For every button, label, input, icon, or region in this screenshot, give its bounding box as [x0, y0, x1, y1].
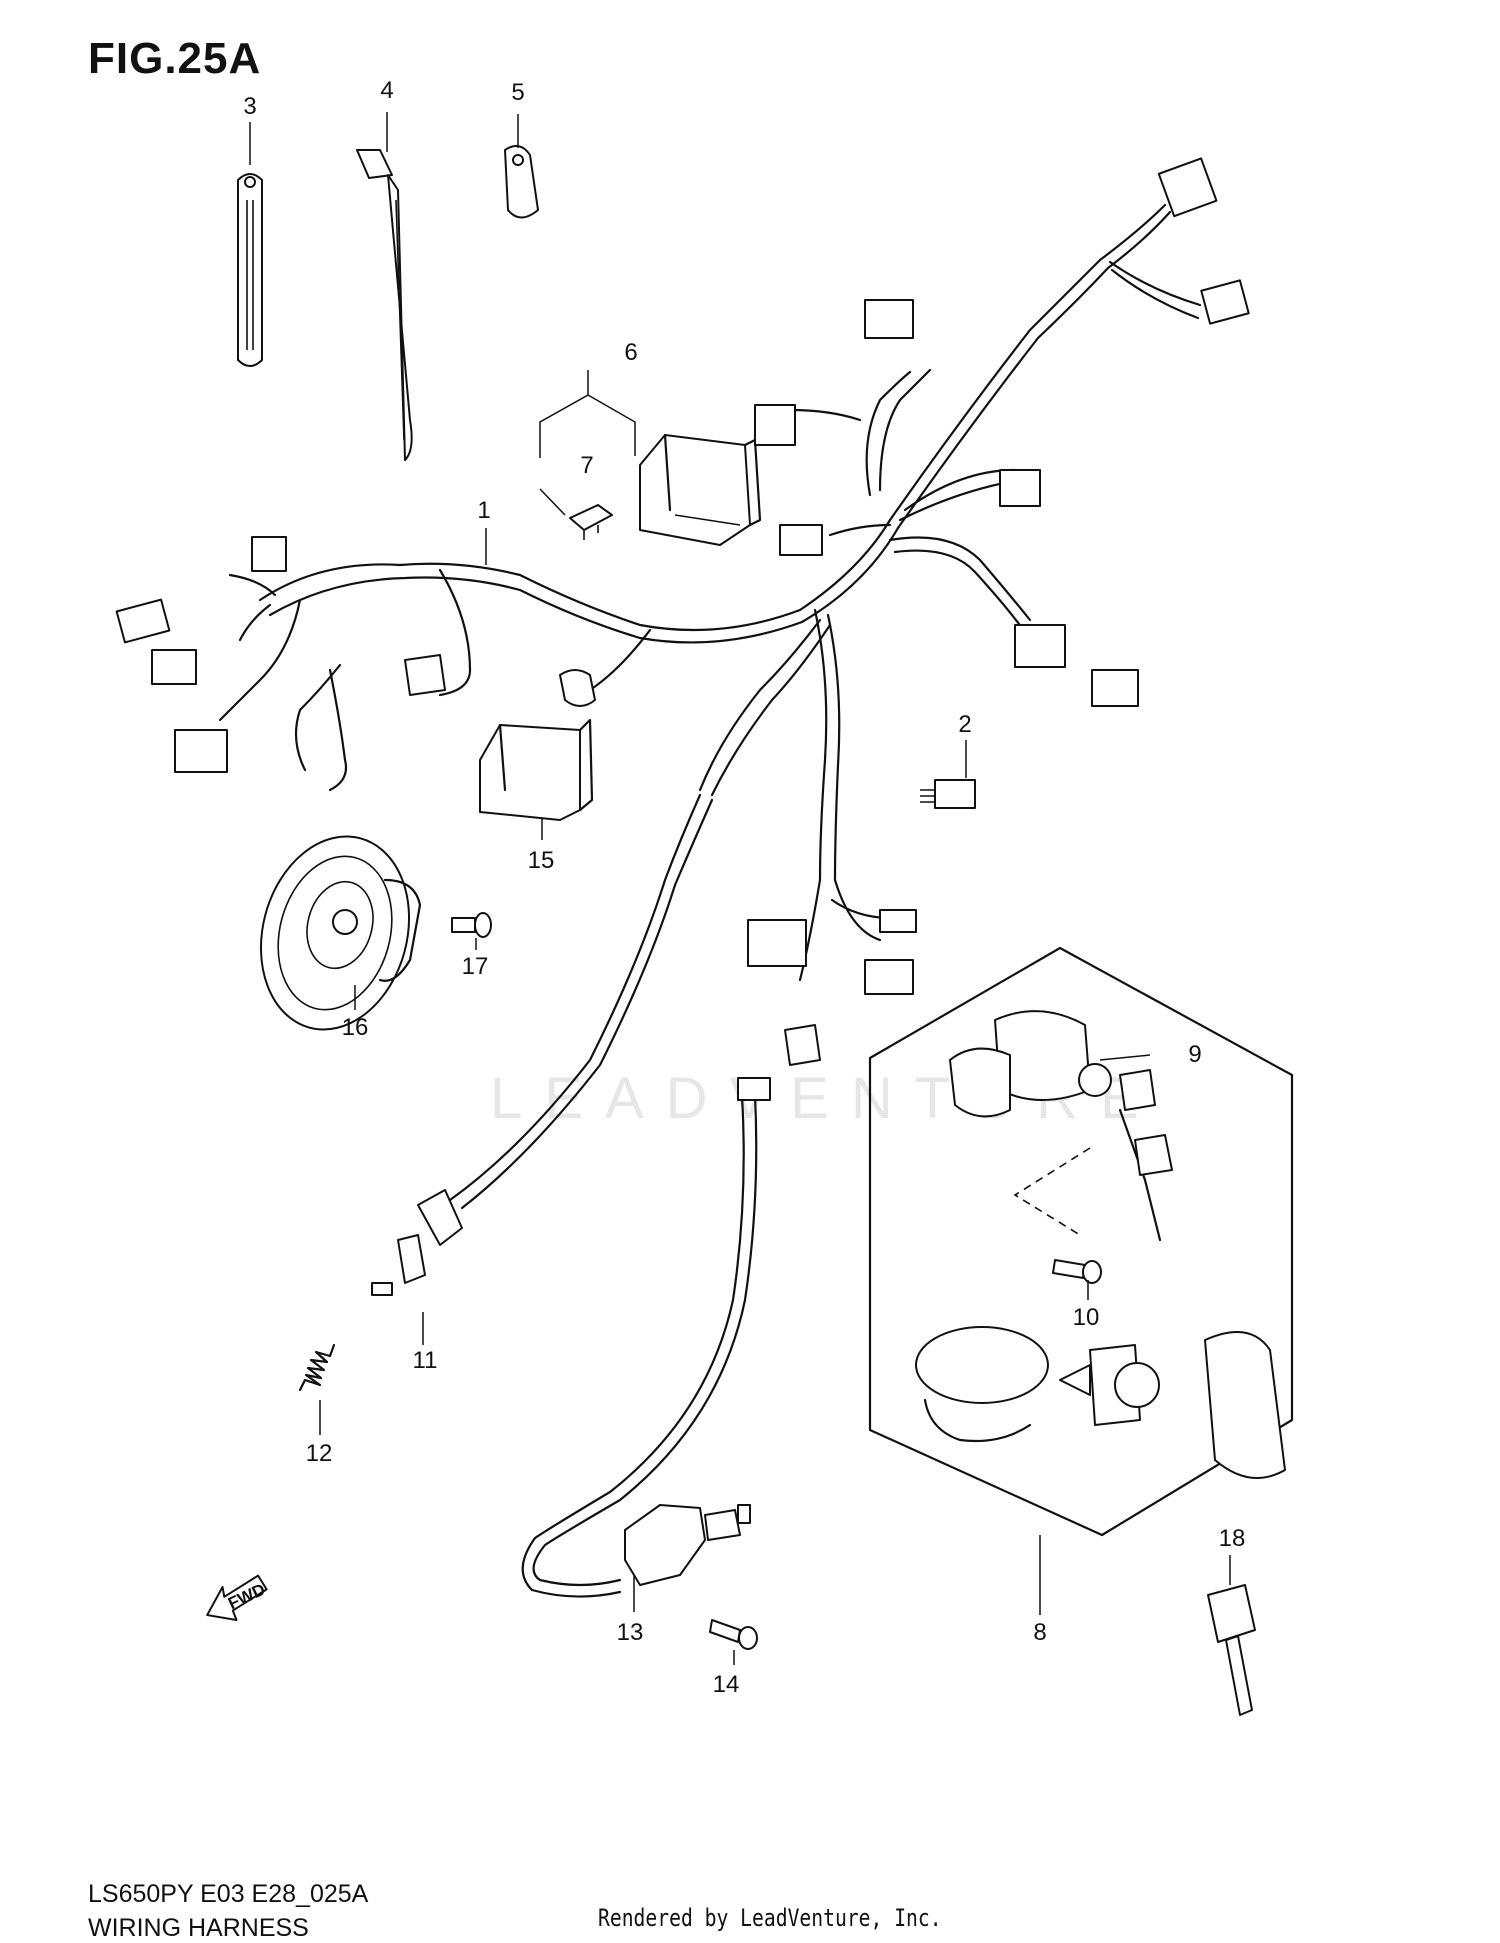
part-5-terminal: [504, 145, 539, 219]
rendered-by-credit: Rendered by LeadVenture, Inc.: [598, 1904, 942, 1932]
part-16-horn: [259, 835, 422, 1031]
callout-6: 6: [624, 339, 637, 366]
part-13-switch: [521, 1077, 771, 1598]
callout-8: 8: [1033, 1619, 1046, 1646]
callout-12: 12: [306, 1440, 333, 1467]
callout-4: 4: [380, 77, 393, 104]
callout-7: 7: [580, 452, 593, 479]
part-3-band: [237, 173, 263, 367]
callout-13: 13: [617, 1619, 644, 1646]
part-2-connector: [920, 779, 976, 809]
part-15-relay-box: [479, 718, 594, 821]
part-12-spring: [298, 1343, 336, 1392]
callout-15: 15: [528, 847, 555, 874]
callout-11: 11: [413, 1347, 438, 1374]
figure-title: FIG.25A: [88, 34, 262, 83]
part-17-screw: [451, 912, 492, 938]
callout-5: 5: [511, 79, 524, 106]
callout-1: 1: [477, 497, 490, 524]
part-6-relay: [639, 433, 762, 546]
callout-18: 18: [1219, 1525, 1246, 1552]
part-11-switch: [371, 793, 714, 1296]
callout-10: 10: [1073, 1304, 1100, 1331]
part-10-screw: [1052, 1259, 1102, 1284]
part-18-key: [1207, 1584, 1256, 1716]
callout-9: 9: [1188, 1041, 1201, 1068]
part-8-lock-set: [868, 946, 1294, 1537]
fwd-arrow-icon: FWD: [206, 1574, 268, 1622]
callout-3: 3: [243, 93, 256, 120]
leader-lines: [249, 112, 1231, 1665]
part-4-cable-tie: [356, 149, 413, 461]
figure-code: LS650PY E03 E28_025A: [88, 1880, 369, 1908]
callout-16: 16: [342, 1014, 369, 1041]
part-7-fuse: [569, 504, 613, 540]
part-1-wiring-harness: [115, 157, 1250, 1066]
callout-14: 14: [713, 1671, 740, 1698]
part-14-bolt: [709, 1619, 758, 1650]
figure-name: WIRING HARNESS: [88, 1914, 309, 1942]
callout-2: 2: [958, 711, 971, 738]
callout-17: 17: [462, 953, 489, 980]
